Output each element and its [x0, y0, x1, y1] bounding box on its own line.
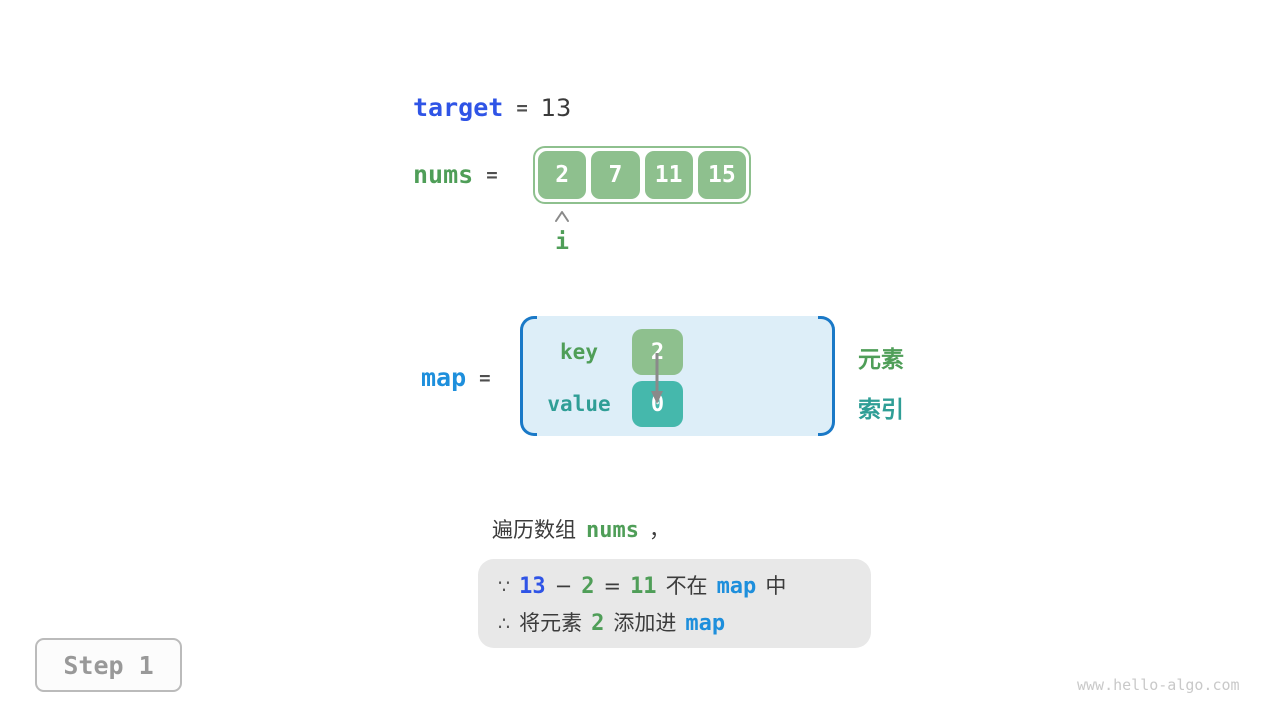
map-bracket-right: [818, 316, 835, 436]
note-target-value: 13: [519, 574, 546, 599]
note-line-2: ∴ 将元素 2 添加进 map: [498, 607, 871, 637]
note-elem-value: 2: [581, 574, 595, 599]
nums-array-box: 2 7 11 15: [533, 146, 751, 204]
target-value: 13: [540, 93, 572, 122]
note-minus: −: [554, 574, 573, 598]
note-line-1: ∵ 13 − 2 = 11 不在 map 中: [498, 570, 871, 600]
index-annotation: 索引: [858, 397, 904, 423]
target-line: target = 13: [413, 93, 571, 122]
note-action-prefix: 将元素: [519, 611, 583, 635]
note-elem-value-2: 2: [591, 611, 605, 636]
therefore-symbol: ∴: [498, 613, 511, 635]
caption-comma: ，: [648, 518, 670, 542]
note-eq: =: [603, 574, 622, 598]
caption-nums-code: nums: [586, 518, 639, 543]
array-cell-1: 7: [591, 151, 640, 199]
nums-keyword: nums: [413, 160, 474, 189]
element-annotation: 元素: [858, 347, 904, 373]
note-diff-value: 11: [630, 574, 657, 599]
caption-text: 遍历数组: [492, 518, 576, 542]
map-label: map =: [421, 363, 491, 392]
nums-equals: =: [486, 163, 498, 186]
key-to-value-arrow-icon: [651, 353, 663, 404]
nums-label: nums =: [413, 160, 498, 189]
array-cell-0: 2: [538, 151, 587, 199]
array-cell-2: 11: [644, 151, 693, 199]
key-label: key: [560, 340, 598, 364]
note-not-in-text: 不在: [665, 574, 708, 598]
array-cell-3: 15: [697, 151, 746, 199]
pointer-caret-icon: [555, 211, 569, 222]
caption-line: 遍历数组 nums ，: [492, 514, 670, 544]
target-keyword: target: [413, 93, 504, 122]
value-label: value: [547, 392, 611, 416]
watermark: www.hello-algo.com: [1077, 676, 1240, 694]
note-action-suffix: 添加进: [613, 611, 677, 635]
pointer-i-label: i: [555, 229, 569, 255]
because-symbol: ∵: [498, 576, 511, 598]
note-in-text: 中: [765, 574, 787, 598]
note-map-code-1: map: [716, 574, 757, 599]
map-equals: =: [479, 366, 491, 389]
map-bracket-left: [520, 316, 537, 436]
map-keyword: map: [421, 363, 467, 392]
step-badge: Step 1: [35, 638, 182, 692]
reasoning-note-box: ∵ 13 − 2 = 11 不在 map 中 ∴ 将元素 2 添加进 map: [478, 559, 871, 648]
note-map-code-2: map: [685, 611, 726, 636]
target-equals: =: [516, 96, 528, 119]
